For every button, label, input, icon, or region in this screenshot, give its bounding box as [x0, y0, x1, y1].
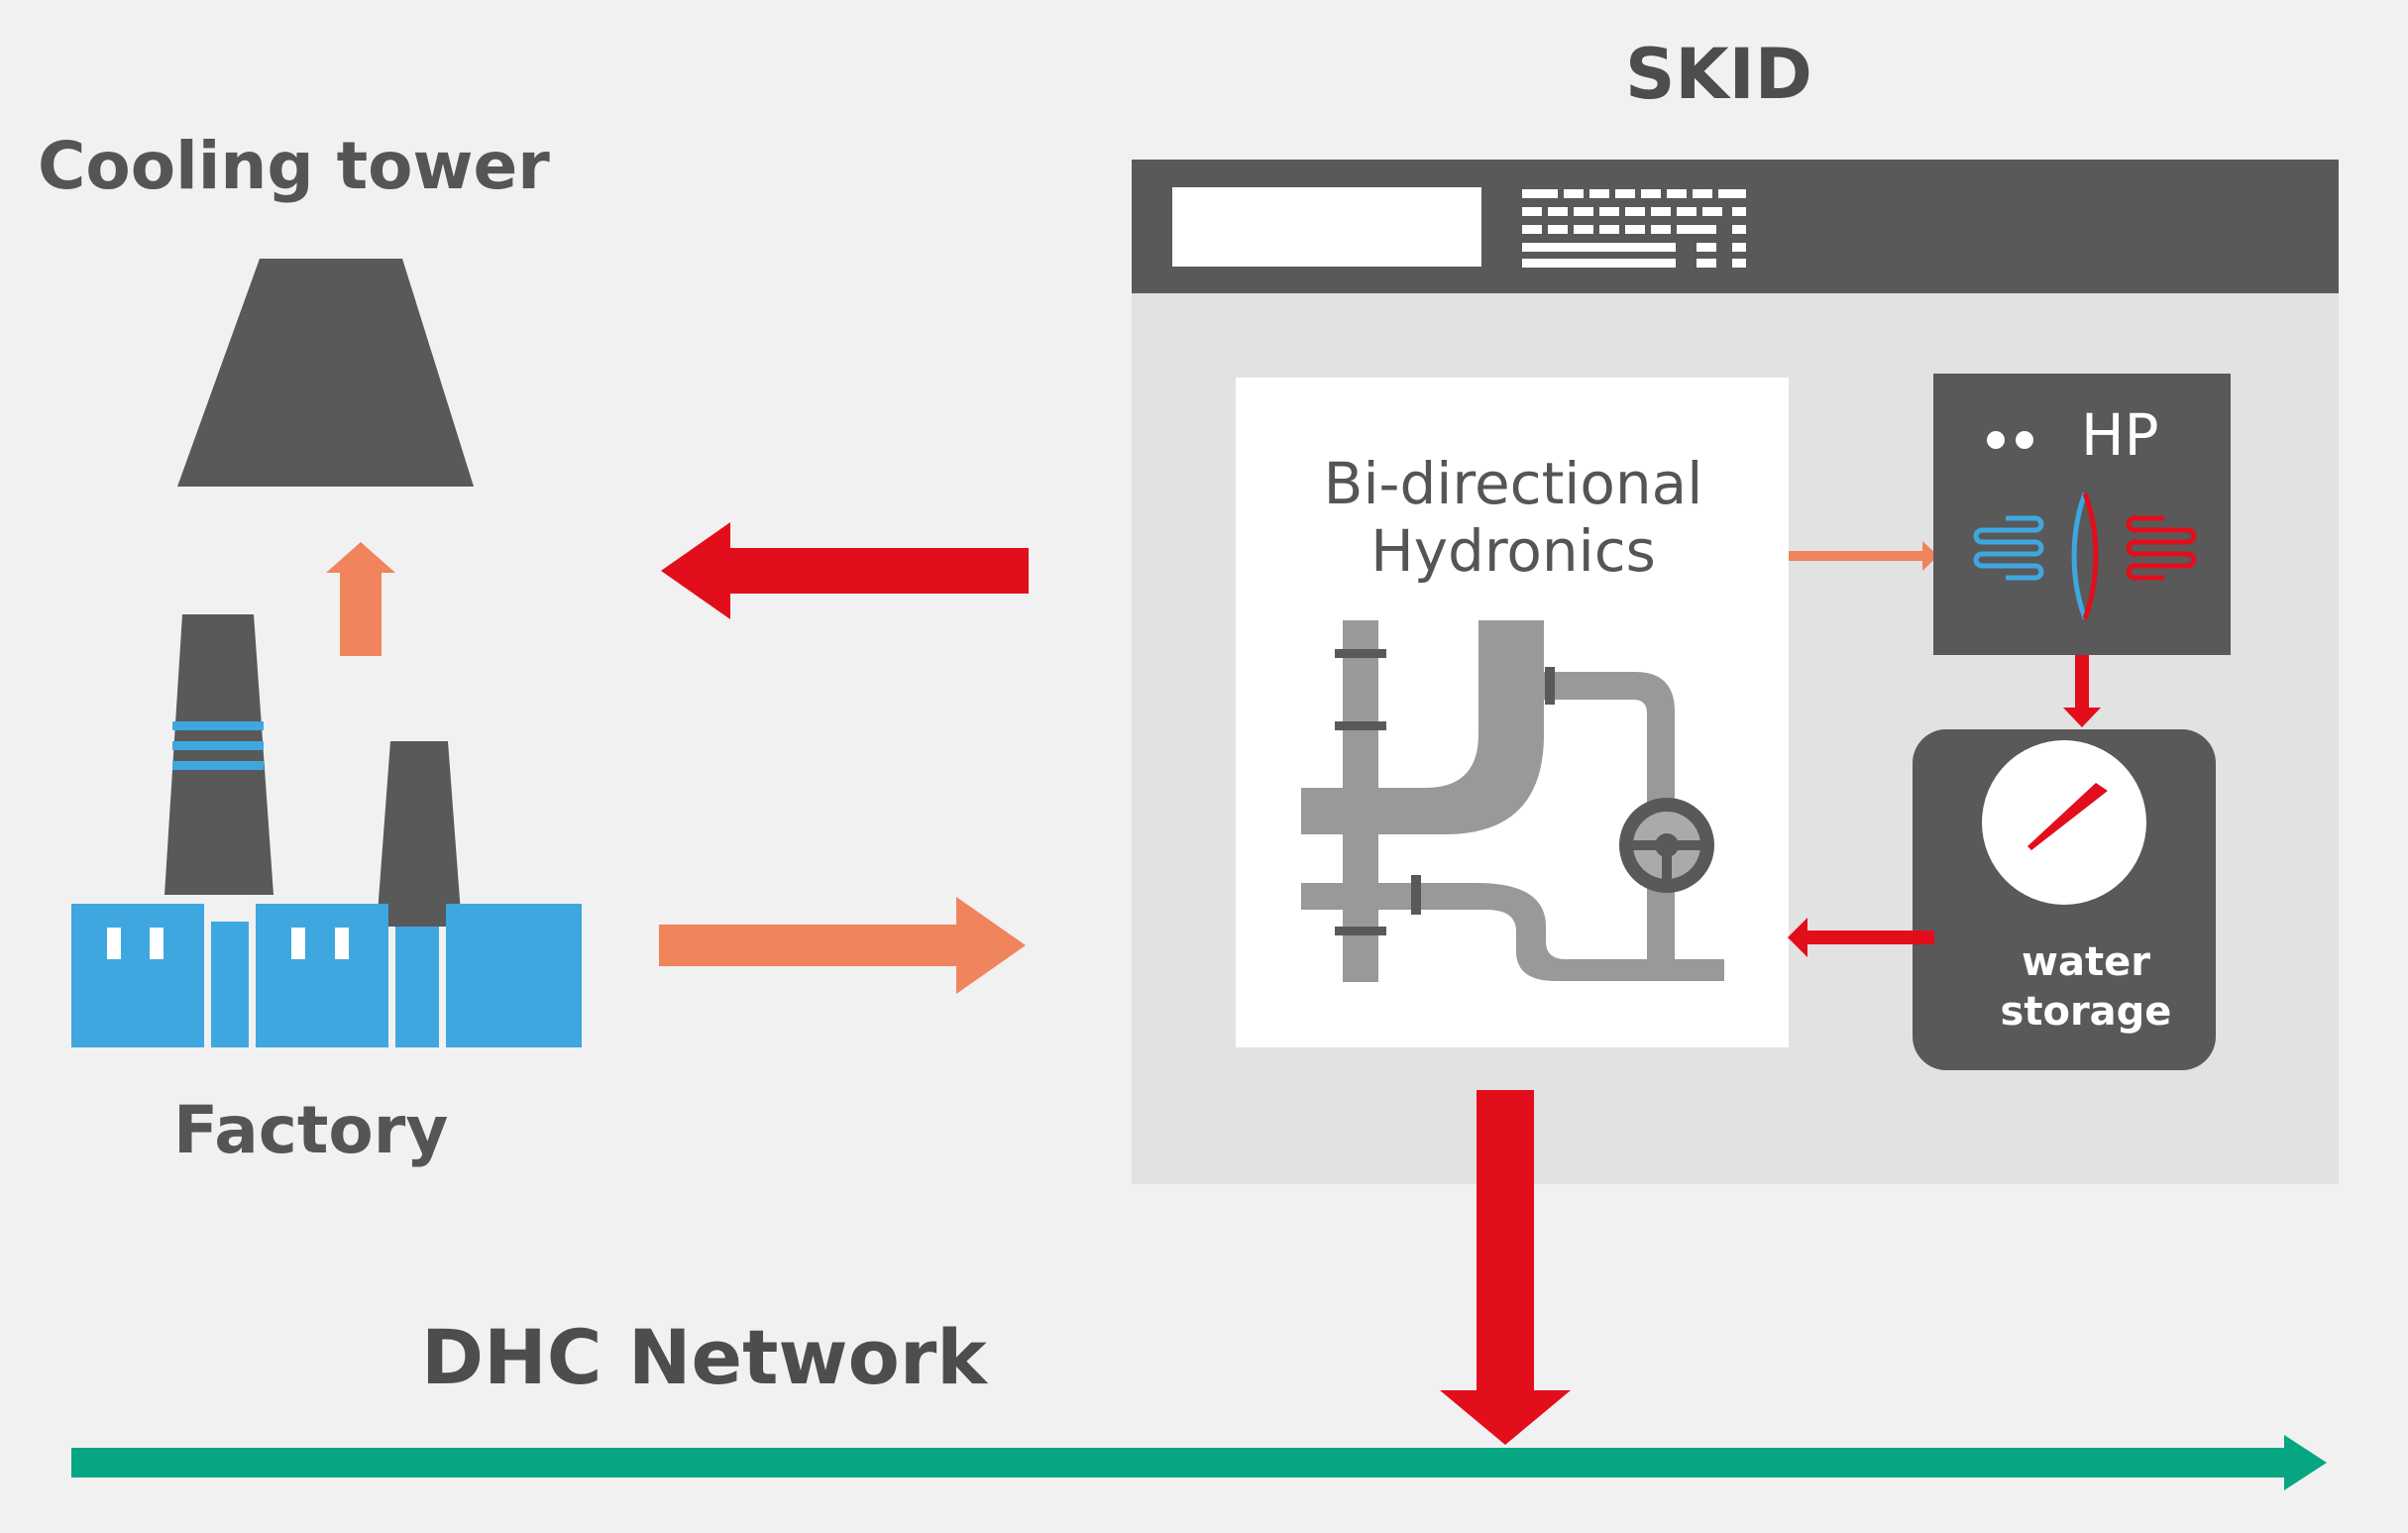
hp-to-storage-arrow: [2063, 655, 2101, 727]
valve-icon: [1619, 798, 1714, 893]
storage-to-hydronics-arrow: [1788, 918, 1934, 957]
factory-label: Factory: [173, 1092, 449, 1168]
skid-to-network-arrow: [1440, 1090, 1571, 1445]
cooling-tower-label: Cooling tower: [38, 128, 550, 204]
hydronics-label: Bi-directional Hydronics: [1236, 450, 1791, 585]
skid-title: SKID: [1625, 34, 1812, 115]
control-panel-icon: [1172, 187, 1746, 268]
dhc-network-label: DHC Network: [421, 1313, 987, 1401]
factory-icon: [71, 614, 582, 1047]
hydronics-to-hp-arrow: [1789, 541, 1938, 571]
cooling-tower-icon: [177, 259, 474, 487]
gauge-icon: [1982, 740, 2146, 905]
dhc-network-line: [71, 1435, 2327, 1490]
cooling-return-arrow: [661, 522, 1029, 619]
heat-pump-label: HP: [2081, 401, 2159, 469]
water-storage-label-line1: water: [2022, 939, 2150, 985]
heat-supply-arrow: [659, 897, 1026, 994]
water-storage-label: water storage: [1932, 937, 2240, 1037]
heat-pump-icon: [1933, 374, 2231, 655]
hydronics-label-line1: Bi-directional: [1323, 450, 1703, 517]
water-storage-label-line2: storage: [2000, 989, 2172, 1035]
heat-up-arrow: [326, 542, 395, 656]
hydronics-label-line2: Hydronics: [1370, 517, 1656, 585]
